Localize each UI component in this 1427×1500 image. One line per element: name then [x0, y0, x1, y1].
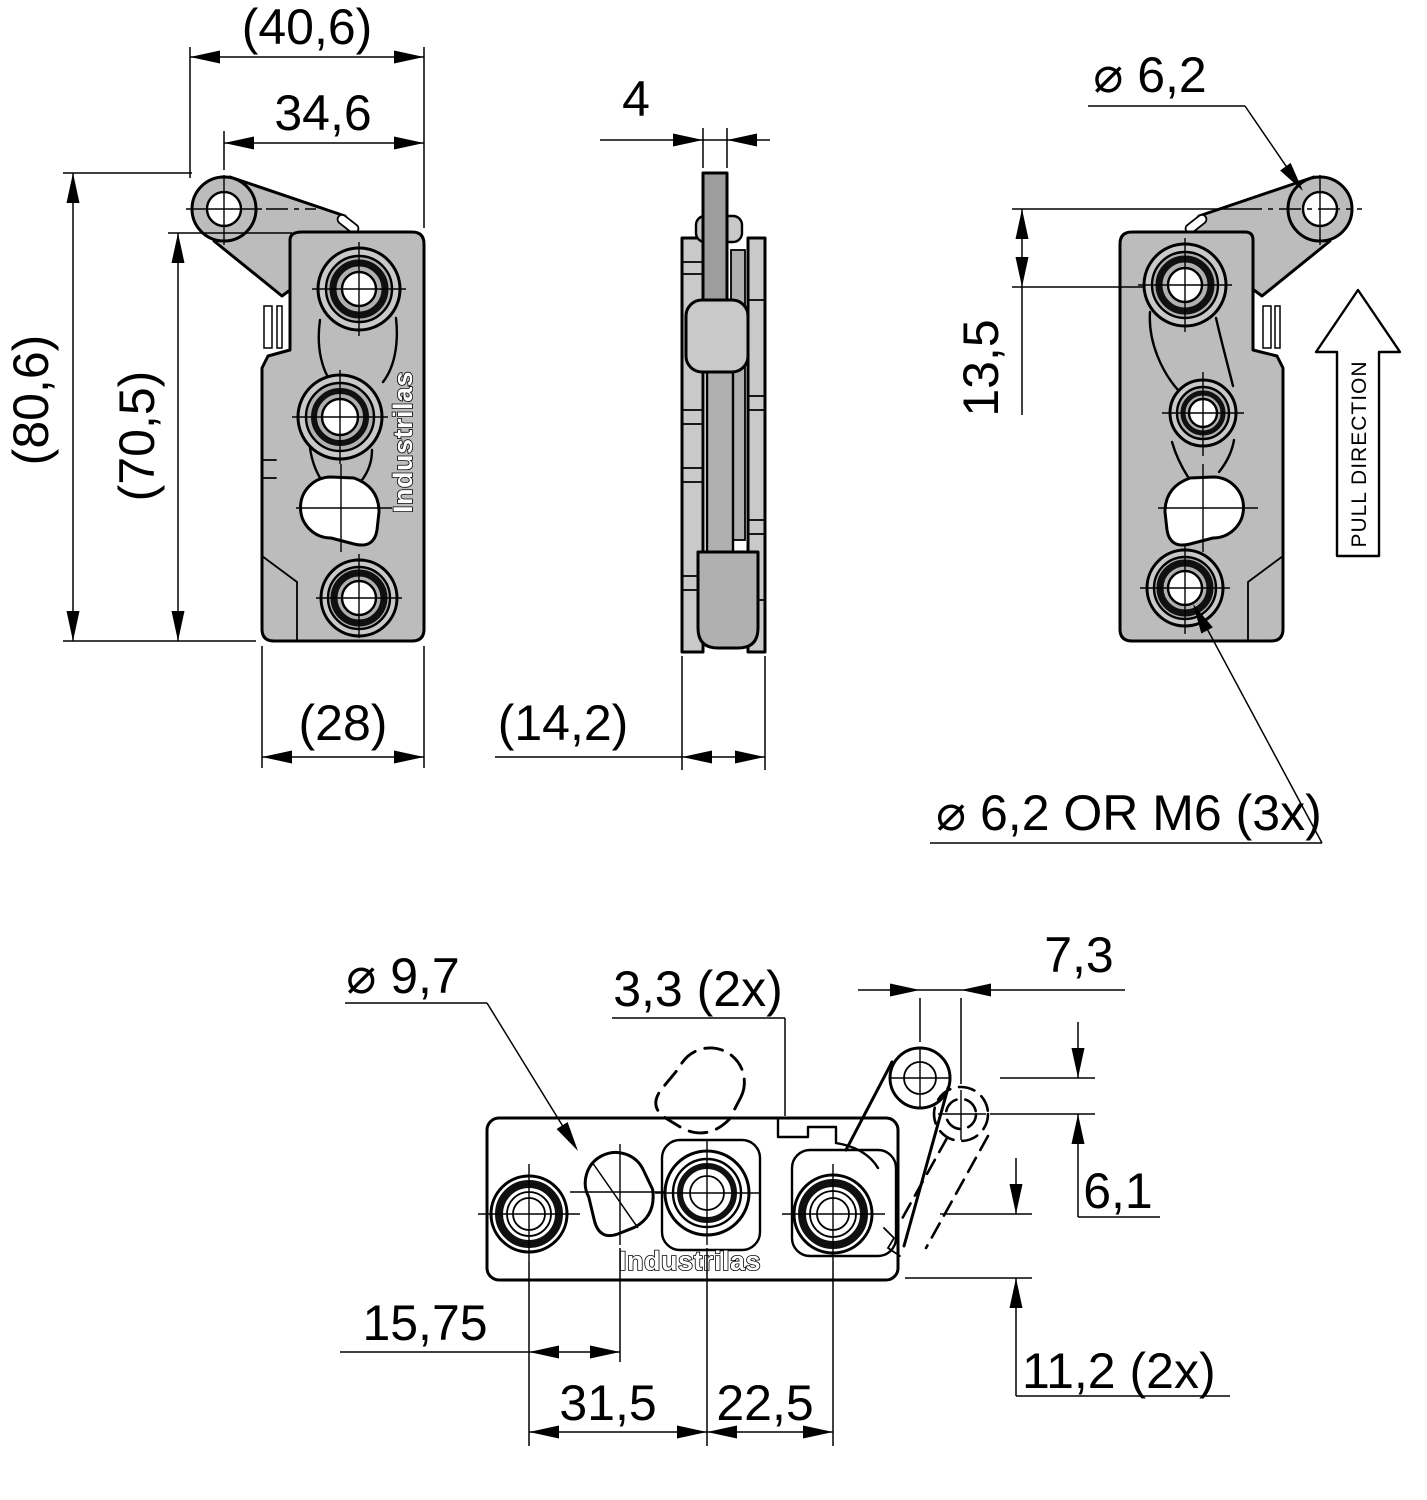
dim-text-overall-width: (40,6) — [242, 0, 373, 55]
dim-front-body-width: (28) — [261, 646, 425, 768]
dim-bottom-lever-offset-x: 7,3 — [858, 927, 1125, 1084]
pull-direction-arrow — [1314, 288, 1402, 558]
dim-bottom-slot-width: 3,3 (2x) — [612, 961, 786, 1116]
side-body — [680, 171, 767, 654]
dim-rear-lever-hole-offset: 13,5 — [953, 208, 1362, 417]
dim-front-hole-to-edge: 34,6 — [223, 85, 424, 170]
bottom-left-boss — [478, 1164, 580, 1262]
dim-text-lever-hole-dia: ⌀ 6,2 — [1093, 47, 1207, 103]
dim-text-overall-height: (80,6) — [3, 335, 59, 466]
bottom-right-boss — [782, 1164, 885, 1262]
rear-top-boss — [1138, 238, 1232, 332]
dim-text-mount-holes: ⌀ 6,2 OR M6 (3x) — [936, 785, 1322, 841]
dim-bottom-keyhole-offset: 15,75 — [340, 1248, 621, 1446]
dim-front-body-height: (70,5) — [109, 232, 292, 641]
front-middle-boss — [292, 370, 388, 464]
dim-rear-lever-hole-dia: ⌀ 6,2 — [1088, 47, 1309, 195]
side-view: 4 (14,2) — [495, 71, 770, 770]
dim-bottom-lever-offset-y: 6,1 — [990, 1022, 1160, 1219]
rear-keyhole-crosshair — [1158, 464, 1258, 552]
dim-bottom-hole-pitch-left: 31,5 — [529, 1248, 708, 1446]
dim-text-keyhole-dia: ⌀ 9,7 — [346, 948, 460, 1004]
side-foot — [696, 550, 760, 650]
front-top-boss — [312, 242, 406, 336]
dim-text-hole-pitch-right: 22,5 — [716, 1375, 813, 1431]
rear-view: ⌀ 6,2 13,5 ⌀ 6,2 OR M6 (3x) PULL DIRECTI… — [930, 47, 1402, 844]
dim-rear-mount-holes: ⌀ 6,2 OR M6 (3x) — [930, 600, 1323, 844]
bottom-keyhole-crosshair — [570, 1144, 668, 1245]
dim-text-keyhole-offset: 15,75 — [362, 1295, 487, 1351]
pull-direction-indicator: PULL DIRECTION — [1314, 288, 1402, 558]
front-keyhole-crosshair — [296, 464, 392, 552]
brand-logo-bottom: Industrilas — [619, 1246, 761, 1276]
dim-text-hole-to-edge: 34,6 — [274, 85, 371, 141]
dim-front-overall-height: (80,6) — [3, 172, 256, 642]
dim-front-overall-width: (40,6) — [189, 0, 425, 228]
front-bottom-boss — [316, 554, 402, 638]
dim-text-hole-edge-offset: 11,2 (2x) — [1022, 1343, 1216, 1399]
dim-bottom-hole-pitch-right: 22,5 — [707, 1262, 834, 1446]
dim-side-depth: (14,2) — [495, 656, 766, 770]
brand-logo-front: Industrilas — [388, 371, 418, 513]
rear-bottom-boss — [1140, 546, 1230, 634]
dim-text-hole-pitch-left: 31,5 — [559, 1375, 656, 1431]
dim-text-lever-thickness: 4 — [622, 71, 650, 127]
bottom-lever-solid — [844, 1046, 952, 1257]
side-cam — [684, 298, 750, 374]
dim-text-body-width: (28) — [299, 695, 388, 751]
bottom-view: Industrilas ⌀ 9,7 3,3 (2x) — [340, 927, 1230, 1446]
dim-bottom-hole-edge-offset: 11,2 (2x) — [905, 1158, 1230, 1399]
dim-text-lever-offset-x: 7,3 — [1044, 927, 1114, 983]
rear-middle-boss — [1162, 372, 1244, 456]
pull-direction-label: PULL DIRECTION — [1348, 360, 1371, 547]
front-view: Industrilas (40,6) 34,6 (80,6) — [3, 0, 426, 768]
dim-text-body-height: (70,5) — [109, 371, 165, 502]
bottom-middle-boss — [655, 1140, 760, 1245]
bottom-lever-dashed — [647, 1031, 990, 1250]
dim-side-lever-thickness: 4 — [600, 71, 770, 168]
dim-text-lever-hole-offset: 13,5 — [953, 319, 1009, 416]
dim-bottom-keyhole-dia: ⌀ 9,7 — [345, 948, 584, 1155]
dim-text-slot-width: 3,3 (2x) — [613, 961, 783, 1017]
side-lever-plate — [701, 171, 729, 315]
dim-text-depth: (14,2) — [498, 695, 629, 751]
dim-text-lever-offset-y: 6,1 — [1083, 1163, 1153, 1219]
